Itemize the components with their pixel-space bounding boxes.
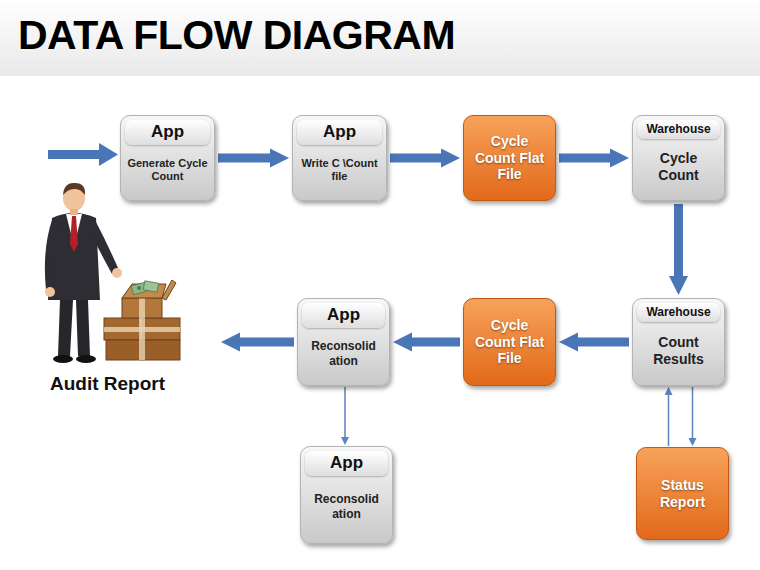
file-box: Cycle Count Flat File	[463, 298, 556, 386]
box-heading: App	[125, 120, 210, 145]
box-label: Generate Cycle Count	[125, 145, 210, 194]
box-label: Cycle Count Flat File	[470, 305, 549, 379]
flow-arrow	[578, 338, 629, 347]
box-heading: App	[305, 451, 388, 476]
process-box: AppGenerate Cycle Count	[120, 115, 215, 201]
link-arrow	[344, 387, 346, 437]
flow-arrow	[218, 154, 270, 163]
box-label: Cycle Count	[637, 139, 720, 194]
box-label: Cycle Count Flat File	[470, 122, 549, 194]
process-box: AppReconsolid ation	[297, 298, 390, 386]
process-box: AppReconsolid ation	[300, 446, 393, 544]
entry-arrow	[48, 143, 118, 166]
flow-arrow	[674, 204, 683, 276]
flow-arrow	[240, 338, 294, 347]
process-box: WarehouseCycle Count	[632, 115, 725, 201]
money-crates	[104, 280, 180, 360]
box-heading: App	[297, 120, 382, 145]
file-box: Cycle Count Flat File	[463, 115, 556, 201]
flow-arrow	[559, 154, 610, 163]
link-arrow	[692, 387, 694, 438]
box-label: Count Results	[637, 322, 720, 379]
box-label: Audit Report	[38, 373, 218, 396]
audit-report: Audit Report	[38, 180, 218, 396]
report-box: Status Report	[636, 447, 729, 540]
flow-arrow	[412, 338, 460, 347]
box-heading: Warehouse	[637, 120, 720, 139]
box-label: Reconsolid ation	[305, 476, 388, 537]
box-label: Status Report	[643, 454, 722, 533]
process-box: AppWrite C \Count file	[292, 115, 387, 201]
box-label: Reconsolid ation	[302, 328, 385, 379]
box-heading: App	[302, 303, 385, 328]
box-heading: Warehouse	[637, 303, 720, 322]
box-label: Write C \Count file	[297, 145, 382, 194]
diagram-title: DATA FLOW DIAGRAM	[18, 12, 455, 59]
process-box: WarehouseCount Results	[632, 298, 725, 386]
header-band: DATA FLOW DIAGRAM	[0, 0, 760, 76]
link-arrow	[668, 395, 670, 446]
flow-arrow	[390, 154, 441, 163]
